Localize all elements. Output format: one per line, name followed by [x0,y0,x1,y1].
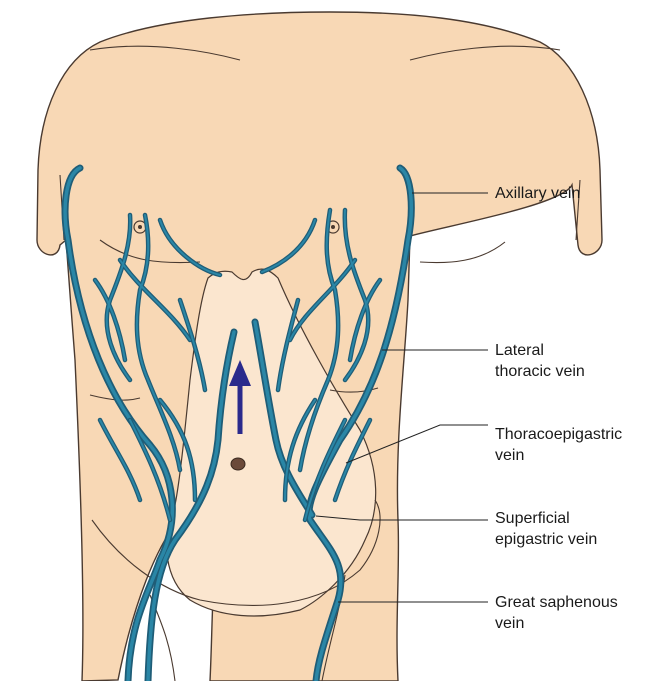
thoracoepigastric-line-2: vein [495,445,622,466]
superficial-epigastric-line-1: Superficial [495,508,597,529]
thoracoepigastric-vein-label: Thoracoepigastric vein [495,424,622,466]
great-saphenous-line-1: Great saphenous [495,592,618,613]
thoracoepigastric-line-1: Thoracoepigastric [495,424,622,445]
axillary-vein-label: Axillary vein [495,183,580,204]
lateral-thoracic-vein-label: Lateral thoracic vein [495,340,585,382]
umbilicus [231,458,245,470]
lateral-thoracic-line-2: thoracic vein [495,361,585,382]
great-saphenous-line-2: vein [495,613,618,634]
right-chest-fold [420,242,505,263]
great-saphenous-vein-label: Great saphenous vein [495,592,618,634]
axillary-vein-line-1: Axillary vein [495,183,580,204]
superficial-epigastric-line-2: epigastric vein [495,529,597,550]
superficial-epigastric-vein-label: Superficial epigastric vein [495,508,597,550]
lateral-thoracic-line-1: Lateral [495,340,585,361]
